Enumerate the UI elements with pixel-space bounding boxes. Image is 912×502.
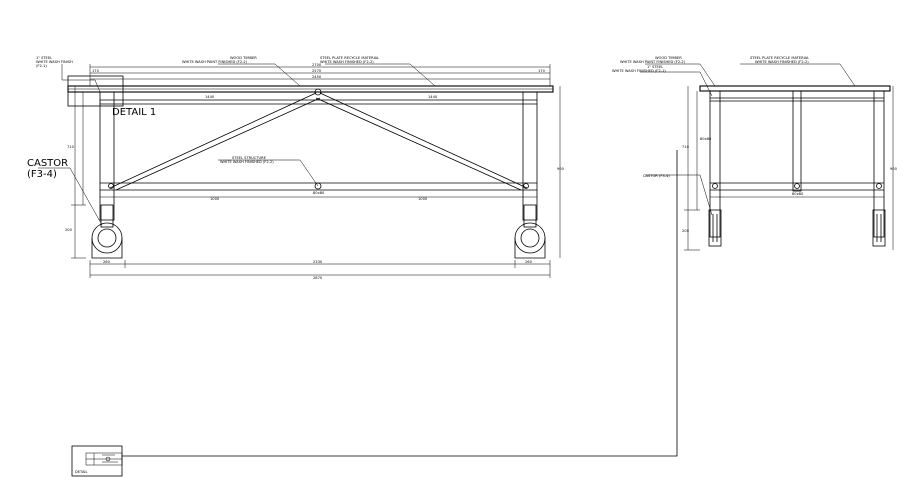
front-castor-right [514, 204, 546, 259]
side-label-wood-timber: WOOD TIMBER [655, 56, 682, 60]
label-white-wash-3: WHITE WASH FINISHED (F2-2) [320, 60, 374, 64]
side-right-leg [873, 90, 885, 238]
title-block-mark: DETAIL [75, 470, 87, 474]
dim-bottom-mid: 2330 [313, 260, 323, 264]
dim-height-overall: 900 [557, 167, 565, 171]
dim-overall-top: 2700 [312, 63, 322, 67]
label-white-wash-1: WHITE WASH FINISH [36, 60, 73, 64]
label-steel-plate: STEEL PLATE RECYCLE MATERIAL [320, 56, 379, 60]
side-label-white-wash: WHITE WASH FINISHED (F2-1) [612, 69, 666, 73]
dim-height-castor: 200 [65, 228, 73, 232]
front-castor-left [91, 204, 123, 259]
dim-lower-right: 1000 [418, 197, 428, 201]
side-castor-left [708, 209, 722, 247]
side-label-castor: CASTOR (F3-4) [643, 174, 670, 178]
front-left-leg [99, 91, 115, 221]
detail-1-label: DETAIL 1 [112, 107, 156, 118]
front-dimensions [71, 64, 561, 278]
side-dim-center-gap: 80x80 [792, 192, 804, 196]
side-label-paint: WHITE WASH PAINT FINISHED (F2-2) [620, 60, 686, 64]
dim-rail-b: 1440 [428, 95, 438, 99]
castor-label: CASTOR [27, 158, 68, 169]
side-view: WOOD TIMBER WHITE WASH PAINT FINISHED (F… [612, 56, 898, 251]
detail-callout: DETAIL [71, 150, 678, 477]
detail-symbol [85, 452, 123, 466]
dim-second-top: 2570 [312, 69, 322, 73]
front-view: 1" STEEL WHITE WASH FINISH (F2-1) WOOD T… [27, 56, 565, 280]
dim-bottom-left: 260 [103, 260, 111, 264]
dim-height-leg: 710 [67, 145, 75, 149]
dim-bottom-right: 260 [525, 260, 533, 264]
side-dim-height-castor: 200 [682, 229, 690, 233]
front-diagonal-left [109, 92, 317, 189]
label-steel-pipe: 1" STEEL [36, 56, 52, 60]
side-castor-right [872, 209, 886, 247]
label-finish-code-1: (F2-1) [36, 64, 47, 68]
front-diagonal-right [319, 92, 528, 189]
dim-third-top: 2450 [312, 75, 322, 79]
side-timber-top [699, 85, 891, 92]
dim-center-mark: 80x80 [313, 191, 325, 195]
label-white-wash-2: WHITE WASH PAINT FINISHED (F2-2) [182, 60, 248, 64]
castor-code-label: (F3-4) [27, 169, 57, 180]
label-structure-finish: WHITE WASH FINISHED (F2-2) [220, 160, 274, 164]
label-wood-timber: WOOD TIMBER [230, 56, 257, 60]
detail-1-box [67, 75, 124, 107]
label-steel-structure: STEEL STRUCTURE [232, 156, 267, 160]
dim-bottom-overall: 2870 [313, 276, 323, 280]
dim-rail-a: 1440 [205, 95, 215, 99]
side-dim-inner: 80x80 [700, 137, 712, 141]
side-dim-height-leg: 710 [682, 145, 690, 149]
side-center-post [792, 90, 802, 192]
side-left-leg [709, 90, 721, 238]
side-dim-height-overall: 900 [890, 167, 898, 171]
dim-left-edge: 170 [92, 69, 100, 73]
dim-right-edge: 170 [538, 69, 546, 73]
side-label-steel-plate: STEEL PLATE RECYCLE MATERIAL [750, 56, 809, 60]
dim-lower-left: 1000 [210, 197, 220, 201]
side-label-steel-pipe: 1" STEEL [647, 65, 663, 69]
front-right-leg [522, 91, 538, 221]
side-label-white-wash-2: WHITE WASH FINISHED (F2-2) [755, 60, 809, 64]
